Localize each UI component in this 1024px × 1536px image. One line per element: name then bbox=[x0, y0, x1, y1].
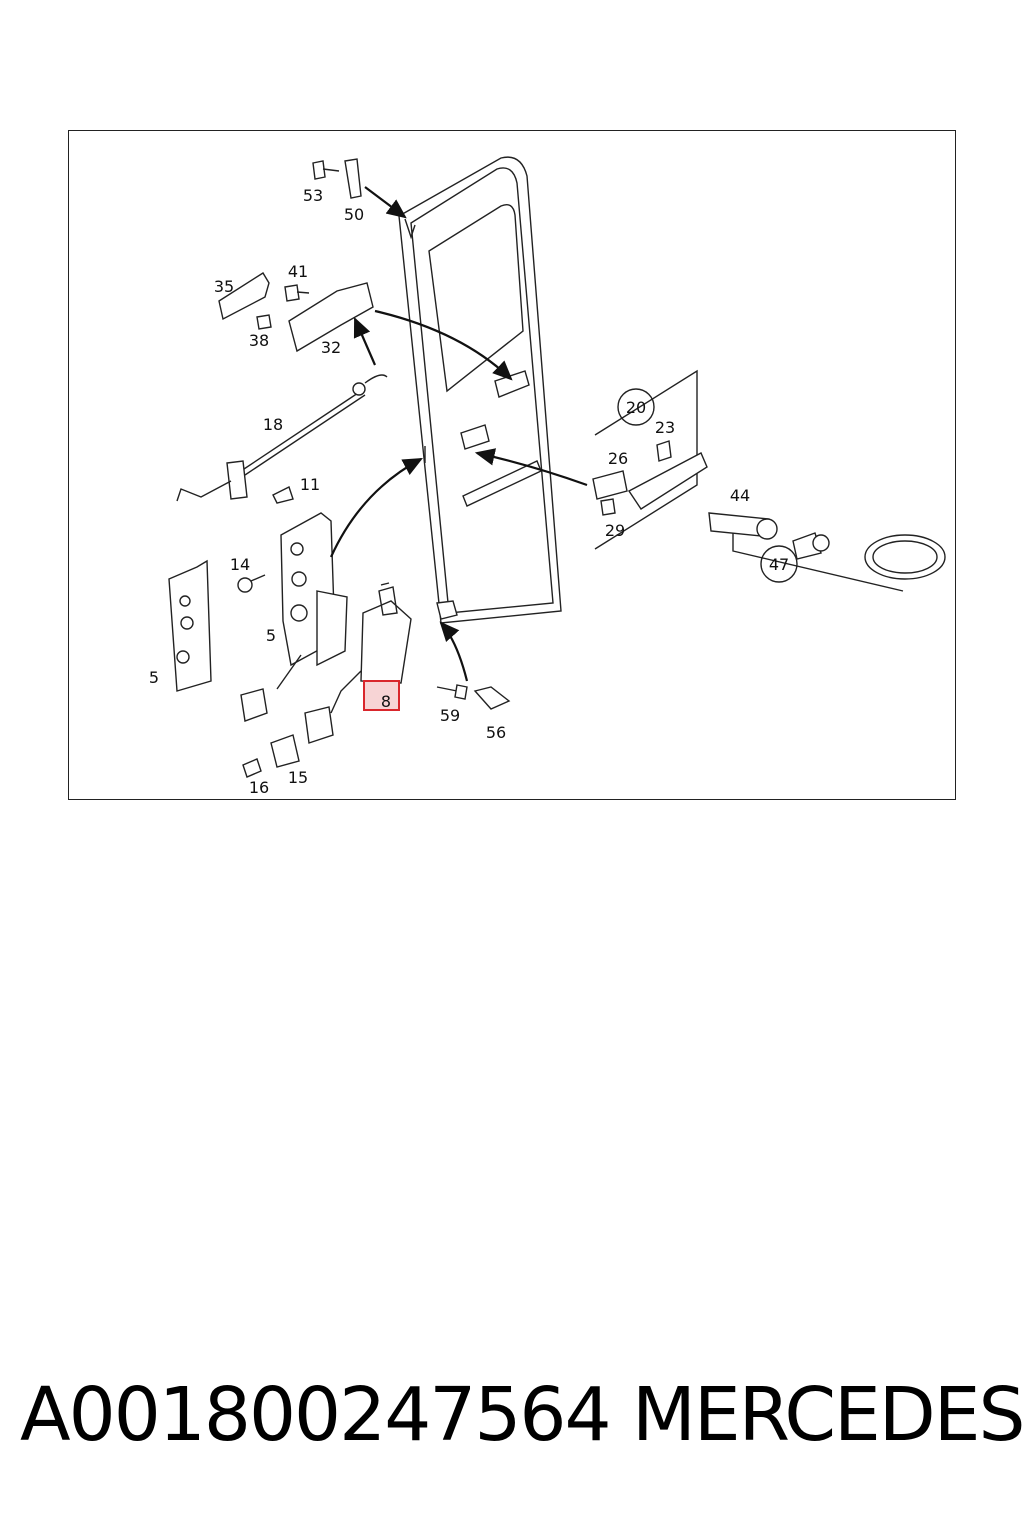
bracket-50-group bbox=[312, 158, 407, 219]
door-lock-exploded-diagram: 53 50 35 41 38 32 18 11 14 5 5 16 15 8 5… bbox=[149, 156, 946, 797]
label-20: 20 bbox=[626, 398, 646, 417]
label-56: 56 bbox=[486, 723, 506, 742]
label-50: 50 bbox=[344, 205, 364, 224]
label-8: 8 bbox=[381, 692, 391, 711]
outer-handle-group bbox=[474, 369, 708, 550]
label-32: 32 bbox=[321, 338, 341, 357]
label-15: 15 bbox=[288, 768, 308, 787]
connector-15-16 bbox=[242, 734, 300, 778]
label-38: 38 bbox=[249, 331, 269, 350]
part-number-caption: A001800247564 bbox=[20, 1372, 612, 1458]
parts-diagram-frame: 53 50 35 41 38 32 18 11 14 5 5 16 15 8 5… bbox=[68, 130, 956, 800]
label-5b: 5 bbox=[149, 668, 159, 687]
label-29: 29 bbox=[605, 521, 625, 540]
inner-handle-group bbox=[218, 272, 513, 381]
lock-plate-5 bbox=[168, 559, 212, 692]
label-26: 26 bbox=[608, 449, 628, 468]
label-53: 53 bbox=[303, 186, 323, 205]
rear-door-panel bbox=[398, 156, 562, 624]
label-35: 35 bbox=[214, 277, 234, 296]
highlighted-part-box bbox=[363, 680, 400, 711]
release-cable-18 bbox=[176, 374, 388, 502]
label-59: 59 bbox=[440, 706, 460, 725]
label-47: 47 bbox=[769, 555, 789, 574]
lock-cylinder-group bbox=[708, 512, 946, 592]
label-18: 18 bbox=[263, 415, 283, 434]
callout-circle-47 bbox=[760, 545, 798, 583]
callout-circle-20 bbox=[617, 388, 655, 426]
label-14: 14 bbox=[230, 555, 250, 574]
label-44: 44 bbox=[730, 486, 750, 505]
label-23: 23 bbox=[655, 418, 675, 437]
brand-caption: MERCEDES bbox=[632, 1372, 1024, 1458]
label-5a: 5 bbox=[266, 626, 276, 645]
label-11: 11 bbox=[300, 475, 320, 494]
label-16: 16 bbox=[249, 778, 269, 797]
screw-14 bbox=[237, 574, 266, 593]
label-41: 41 bbox=[288, 262, 308, 281]
clip-56-59 bbox=[436, 621, 511, 710]
actuator-8 bbox=[304, 582, 412, 744]
door-lock-module bbox=[240, 457, 423, 722]
